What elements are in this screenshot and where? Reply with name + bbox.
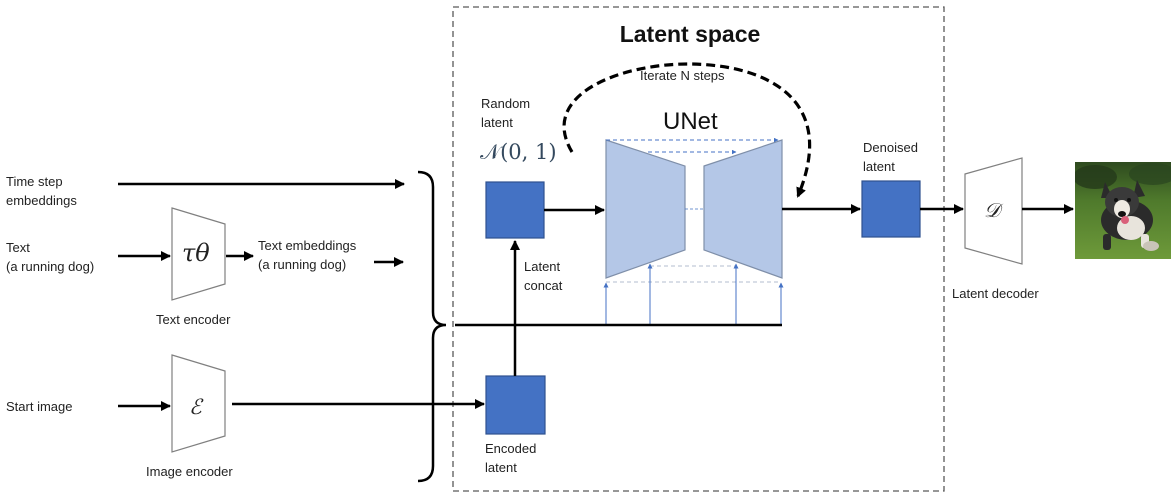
unet-label: UNet [663,108,718,135]
unet-encoder-half [605,139,686,279]
image-encoder-label: Image encoder [146,464,233,479]
random-latent-label: Random latent [481,96,531,130]
time-step-embeddings-label: Time step embeddings [6,174,77,208]
text-input-label: Text (a running dog) [6,240,95,274]
text-encoder-label: Text encoder [156,312,231,327]
latent-space-title: Latent space [619,21,761,47]
latent-space-frame [452,6,945,492]
latent-decoder-block [964,157,1023,265]
latent-decoder-label: Latent decoder [952,286,1039,301]
unet-decoder-half [703,139,783,279]
text-embeddings-label: Text embeddings (a running dog) [258,238,357,272]
encoded-latent-box [485,375,546,435]
running-dog-photo [1075,162,1171,259]
image-encoder-symbol: ℰ [189,395,202,419]
image-encoder-block [171,354,226,453]
conditioning-brace [417,170,447,483]
latent-decoder-symbol: 𝒟 [984,198,1000,222]
iterate-steps-label: Iterate N steps [640,68,725,83]
latent-concat-label: Latent concat [524,259,563,293]
random-latent-box [485,181,545,239]
denoised-latent-label: Denoised latent [863,140,918,174]
encoded-latent-label: Encoded latent [485,441,537,475]
start-image-label: Start image [6,399,73,414]
random-latent-distribution: 𝒩(0, 1) [480,140,557,164]
text-encoder-block [171,207,226,301]
denoised-latent-box [861,180,921,238]
text-encoder-symbol: τθ [182,239,210,267]
